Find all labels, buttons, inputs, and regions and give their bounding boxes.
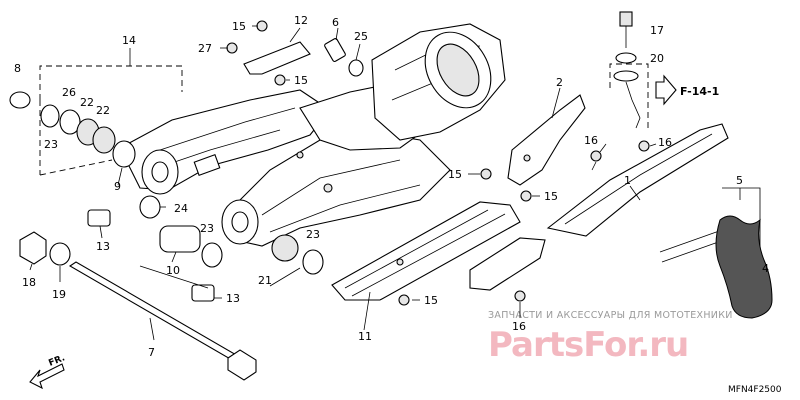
part-19-washer: [49, 242, 71, 266]
part-13-cap: [87, 209, 111, 227]
label-13-a: 13: [96, 240, 110, 253]
drive-chain: [715, 215, 773, 319]
part-20-clip: [625, 81, 641, 129]
label-6: 6: [332, 16, 339, 29]
part-15-bolt-e: [398, 294, 410, 306]
label-8: 8: [14, 62, 21, 75]
label-26: 26: [62, 86, 76, 99]
part-23-seal-3: [302, 249, 324, 275]
part-9-collar: [112, 140, 136, 168]
diagram-code: MFN4F2500: [728, 385, 782, 395]
label-14: 14: [122, 34, 136, 47]
part-20-washer: [613, 70, 639, 82]
label-9: 9: [114, 180, 121, 193]
label-5: 5: [736, 174, 743, 187]
label-23-a: 23: [44, 138, 58, 151]
label-15-c: 15: [448, 168, 462, 181]
label-25: 25: [354, 30, 368, 43]
watermark-logo: PartsFor.ru: [488, 325, 688, 365]
label-1: 1: [624, 174, 631, 187]
bracket-2: [507, 94, 586, 186]
label-13-b: 13: [226, 292, 240, 305]
part-27-bolt: [226, 42, 238, 54]
part-24-seal: [139, 195, 161, 219]
part-8-collar: [9, 91, 31, 109]
label-16-a: 16: [584, 134, 598, 147]
label-20: 20: [650, 52, 664, 65]
part-labels: 1 2 4 5 6 7 8 9 10 11 12 13 13 14 15 15 …: [14, 14, 769, 359]
chain-guard: [469, 237, 546, 291]
part-17-bolt: [619, 11, 633, 27]
rear-fender-bracket: [371, 23, 506, 141]
part-7-pivot-bolt: [68, 261, 257, 381]
part-12-bracket: [243, 41, 311, 75]
part-15-bolt-a: [256, 20, 268, 32]
label-22-a: 22: [80, 96, 94, 109]
label-2: 2: [556, 76, 563, 89]
label-23-c: 23: [306, 228, 320, 241]
label-19: 19: [52, 288, 66, 301]
part-26-circlip: [59, 109, 81, 135]
label-15-b: 15: [294, 74, 308, 87]
label-16-c: 16: [512, 320, 526, 333]
label-15-e: 15: [424, 294, 438, 307]
part-23-seal-2: [201, 242, 223, 268]
part-10-collar: [159, 225, 201, 253]
label-12: 12: [294, 14, 308, 27]
swingarm-cover: [331, 201, 521, 301]
part-15-bolt-c: [480, 168, 492, 180]
label-4: 4: [762, 262, 769, 275]
label-23-b: 23: [200, 222, 214, 235]
part-15-bolt-d: [520, 190, 532, 202]
watermark-text: ЗАПЧАСТИ И АКСЕССУАРЫ ДЛЯ МОТОТЕХНИКИ: [488, 310, 733, 321]
label-11: 11: [358, 330, 372, 343]
label-15-a: 15: [232, 20, 246, 33]
reference-arrow: F-14-1: [655, 74, 719, 106]
label-16-b: 16: [658, 136, 672, 149]
part-21-bearing: [271, 234, 299, 262]
part-18-nut: [19, 231, 47, 265]
part-22-bearing-2: [92, 126, 116, 154]
group-bracket-14: [39, 48, 183, 176]
reference-label: F-14-1: [680, 85, 719, 98]
group-bracket-5-4: [722, 187, 761, 262]
part-16-bolt-c: [514, 290, 526, 302]
label-17: 17: [650, 24, 664, 37]
label-10: 10: [166, 264, 180, 277]
label-15-d: 15: [544, 190, 558, 203]
leader-lines: [29, 25, 657, 341]
label-18: 18: [22, 276, 36, 289]
part-16-bolt-a: [590, 150, 602, 162]
part-16-bolt-b: [638, 140, 650, 152]
part-6-bolt: [324, 38, 346, 62]
chain-case: [546, 123, 729, 263]
group-bracket-20: [609, 63, 649, 130]
label-21: 21: [258, 274, 272, 287]
label-22-b: 22: [96, 104, 110, 117]
label-7: 7: [148, 346, 155, 359]
part-20-collar: [615, 52, 637, 64]
front-arrow: FR.: [29, 353, 67, 390]
part-25-ring: [348, 59, 364, 77]
part-13-cap-2: [191, 284, 215, 302]
label-24: 24: [174, 202, 188, 215]
label-27: 27: [198, 42, 212, 55]
part-15-bolt-b: [274, 74, 286, 86]
part-23-seal: [40, 104, 60, 128]
